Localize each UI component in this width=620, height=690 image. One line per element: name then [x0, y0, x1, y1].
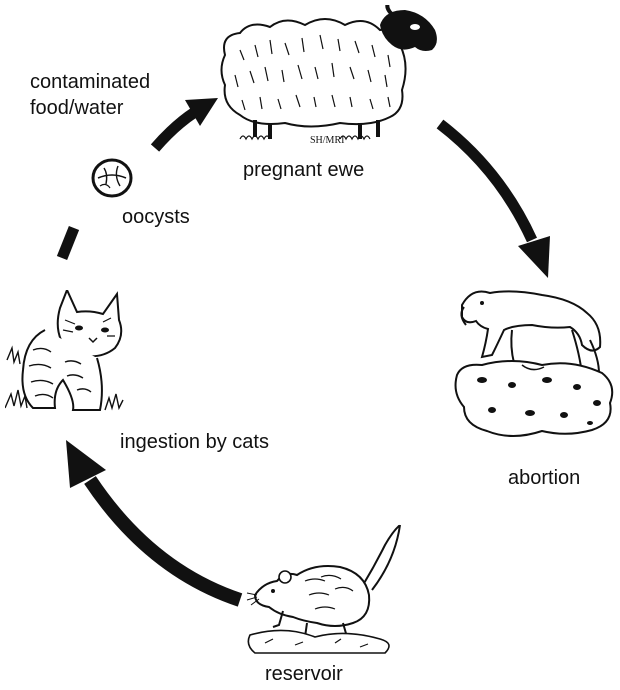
oocyst-illustration — [90, 156, 134, 200]
label-contaminated-line1: contaminated — [30, 70, 150, 94]
artist-mark: SH/MRI — [310, 135, 344, 145]
rat-illustration — [245, 525, 405, 655]
arrow-reservoir-to-cat-head — [66, 440, 106, 488]
label-pregnant-ewe: pregnant ewe — [243, 158, 364, 182]
label-ingestion-by-cats: ingestion by cats — [120, 430, 269, 454]
arrow-reservoir-to-cat — [90, 480, 240, 600]
label-reservoir: reservoir — [265, 662, 343, 686]
arrow-oocysts-to-ewe — [155, 112, 195, 148]
label-contaminated-line2: food/water — [30, 96, 123, 120]
sheep-illustration: SH/MRI — [210, 5, 445, 145]
aborted-lamb-illustration — [452, 285, 617, 445]
label-oocysts: oocysts — [122, 205, 190, 229]
label-abortion: abortion — [508, 466, 580, 490]
arrow-ewe-to-abortion-head — [518, 236, 550, 278]
cat-illustration — [5, 290, 130, 420]
arrow-cat-to-oocysts — [62, 228, 74, 258]
arrow-ewe-to-abortion — [440, 124, 532, 240]
